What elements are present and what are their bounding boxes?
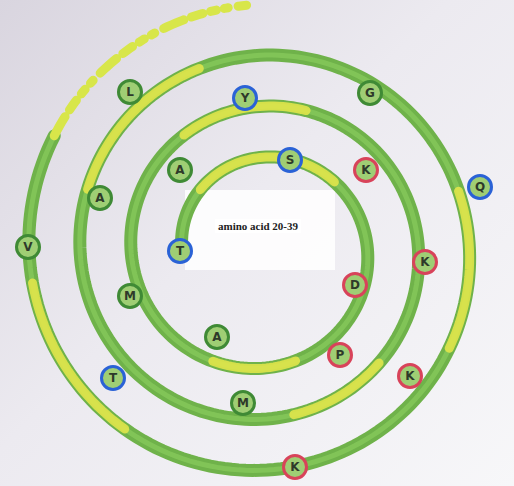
residue-letter: A [95, 192, 104, 204]
residue-circle: D [342, 272, 368, 298]
residue-letter: A [212, 331, 221, 343]
residue-letter: T [109, 372, 117, 384]
residue-circle: M [117, 283, 143, 309]
center-caption: amino acid 20-39 [215, 219, 301, 233]
spiral-yellow [449, 191, 469, 348]
residue-circle: T [100, 365, 126, 391]
residue-letter: A [175, 164, 184, 176]
residue-circle: P [327, 342, 353, 368]
residue-letter: K [420, 256, 429, 268]
residue-letter: V [23, 241, 32, 253]
residue-letter: T [176, 245, 184, 257]
residue-letter: P [336, 349, 345, 361]
residue-circle: G [357, 80, 383, 106]
residue-circle: M [230, 390, 256, 416]
spiral-yellow [33, 283, 125, 429]
residue-circle: K [282, 454, 308, 480]
residue-circle: A [167, 157, 193, 183]
residue-circle: L [117, 79, 143, 105]
residue-letter: G [365, 87, 375, 99]
residue-circle: A [204, 324, 230, 350]
spiral-broken-end [54, 5, 246, 136]
residue-circle: K [397, 363, 423, 389]
residue-letter: Y [241, 92, 250, 104]
spiral-band [29, 55, 470, 470]
residue-letter: S [286, 154, 295, 166]
spiral-yellow [213, 361, 296, 369]
residue-letter: L [126, 86, 134, 98]
residue-letter: K [290, 461, 299, 473]
residue-letter: D [350, 279, 360, 291]
residue-circle: V [15, 234, 41, 260]
residue-letter: M [237, 397, 249, 409]
residue-letter: M [124, 290, 136, 302]
residue-circle: Y [232, 85, 258, 111]
residue-letter: K [405, 370, 414, 382]
spiral-yellow [88, 68, 200, 189]
residue-circle: S [277, 147, 303, 173]
center-ground [185, 190, 335, 270]
residue-circle: Q [467, 174, 493, 200]
residue-circle: A [87, 185, 113, 211]
spiral-yellow [294, 363, 379, 415]
residue-circle: T [167, 238, 193, 264]
residue-circle: K [412, 249, 438, 275]
residue-circle: K [353, 157, 379, 183]
residue-letter: Q [475, 181, 485, 193]
spiral-highlight [29, 55, 470, 470]
spiral-yellow [200, 157, 334, 190]
residue-letter: K [361, 164, 370, 176]
